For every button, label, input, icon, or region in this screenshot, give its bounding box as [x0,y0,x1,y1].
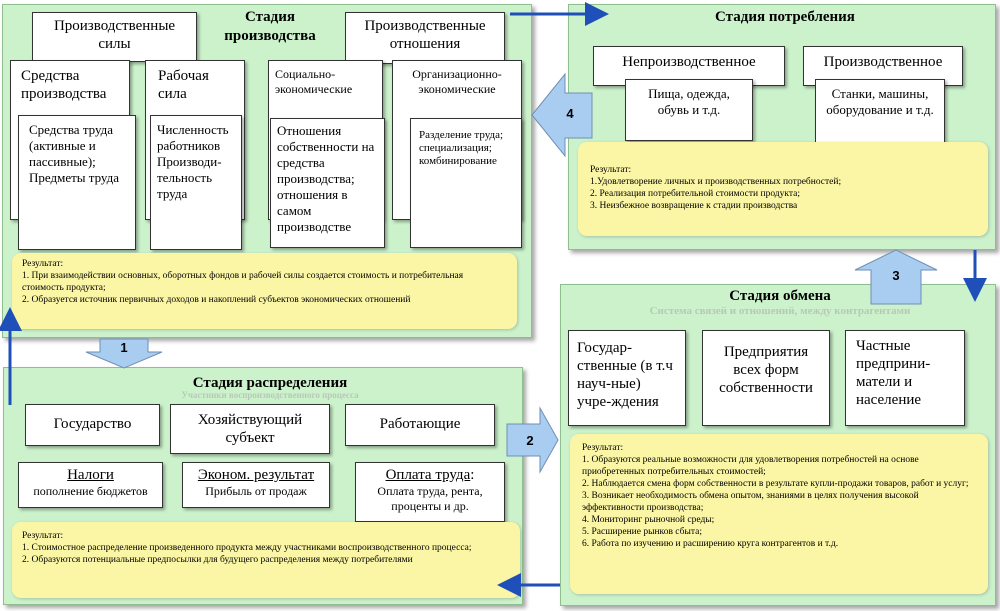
block-arrow-2 [506,406,559,474]
distribution-result-box: Результат: 1. Стоимостное распределение … [12,522,520,598]
wages-detail: Оплата труда, рента, проценты и др. [377,484,483,513]
exchange-stage-subtitle: Система связей и отношений, между контра… [649,305,911,317]
socio-detail-box: Отношения собственности на средства прои… [270,118,385,248]
distribution-stage-subtitle: Участники воспроизводственного процесса [181,390,359,400]
means-detail-box: Средства труда (активные и пассивные); П… [18,115,136,250]
economic-result-detail: Прибыль от продаж [205,484,307,498]
enterprises-box: Предприятия всех форм собственности [702,330,830,426]
exchange-result-box: Результат: 1. Образуются реальные возмож… [570,434,988,594]
arrow-number-4: 4 [566,106,574,121]
consumption-result-box: Результат: 1.Удовлетворение личных и про… [578,142,988,236]
non-productive-detail-box: Пища, одежда, обувь и т.д. [625,79,753,141]
block-arrow-3 [854,249,938,305]
economic-entity-box: Хозяйствующий субъект [170,404,330,454]
wages-box: Оплата труда: Оплата труда, рента, проце… [355,462,505,522]
exchange-stage-title: Стадия обмена [729,288,831,304]
labor-detail-box: Численность работников Производи-тельнос… [150,115,242,250]
org-detail-box: Разделение труда; специализация; комбини… [410,118,522,248]
block-arrow-1 [85,338,163,369]
economic-result-box: Эконом. результат Прибыль от продаж [182,462,330,508]
production-result-box: Результат: 1. При взаимодействии основны… [12,253,517,329]
arrow-number-2: 2 [526,433,534,448]
arrow-number-1: 1 [120,340,128,355]
government-institutions-box: Государ-ственные (в т.ч науч-ные) учре-ж… [568,330,686,426]
taxes-box: Налоги пополнение бюджетов [18,462,163,508]
arrow-number-3: 3 [892,268,900,283]
wages-label: Оплата труда [385,467,471,483]
production-relations-box: Производственные отношения [345,12,505,64]
workers-box: Работающие [345,404,495,446]
production-stage-title: Стадия производства [224,9,316,44]
consumption-stage-title: Стадия потребления [715,9,855,25]
taxes-label: Налоги [67,467,114,483]
productive-detail-box: Станки, машины, оборудование и т.д. [815,79,945,143]
block-arrow-4 [531,72,593,158]
state-box: Государство [25,404,160,446]
distribution-stage-title: Стадия распределения [192,375,348,391]
private-entrepreneurs-box: Частные предприни-матели и население [845,330,965,426]
economic-result-label: Эконом. результат [197,467,315,483]
productive-forces-box: Производственные силы [32,12,197,62]
taxes-detail: пополнение бюджетов [33,484,148,498]
